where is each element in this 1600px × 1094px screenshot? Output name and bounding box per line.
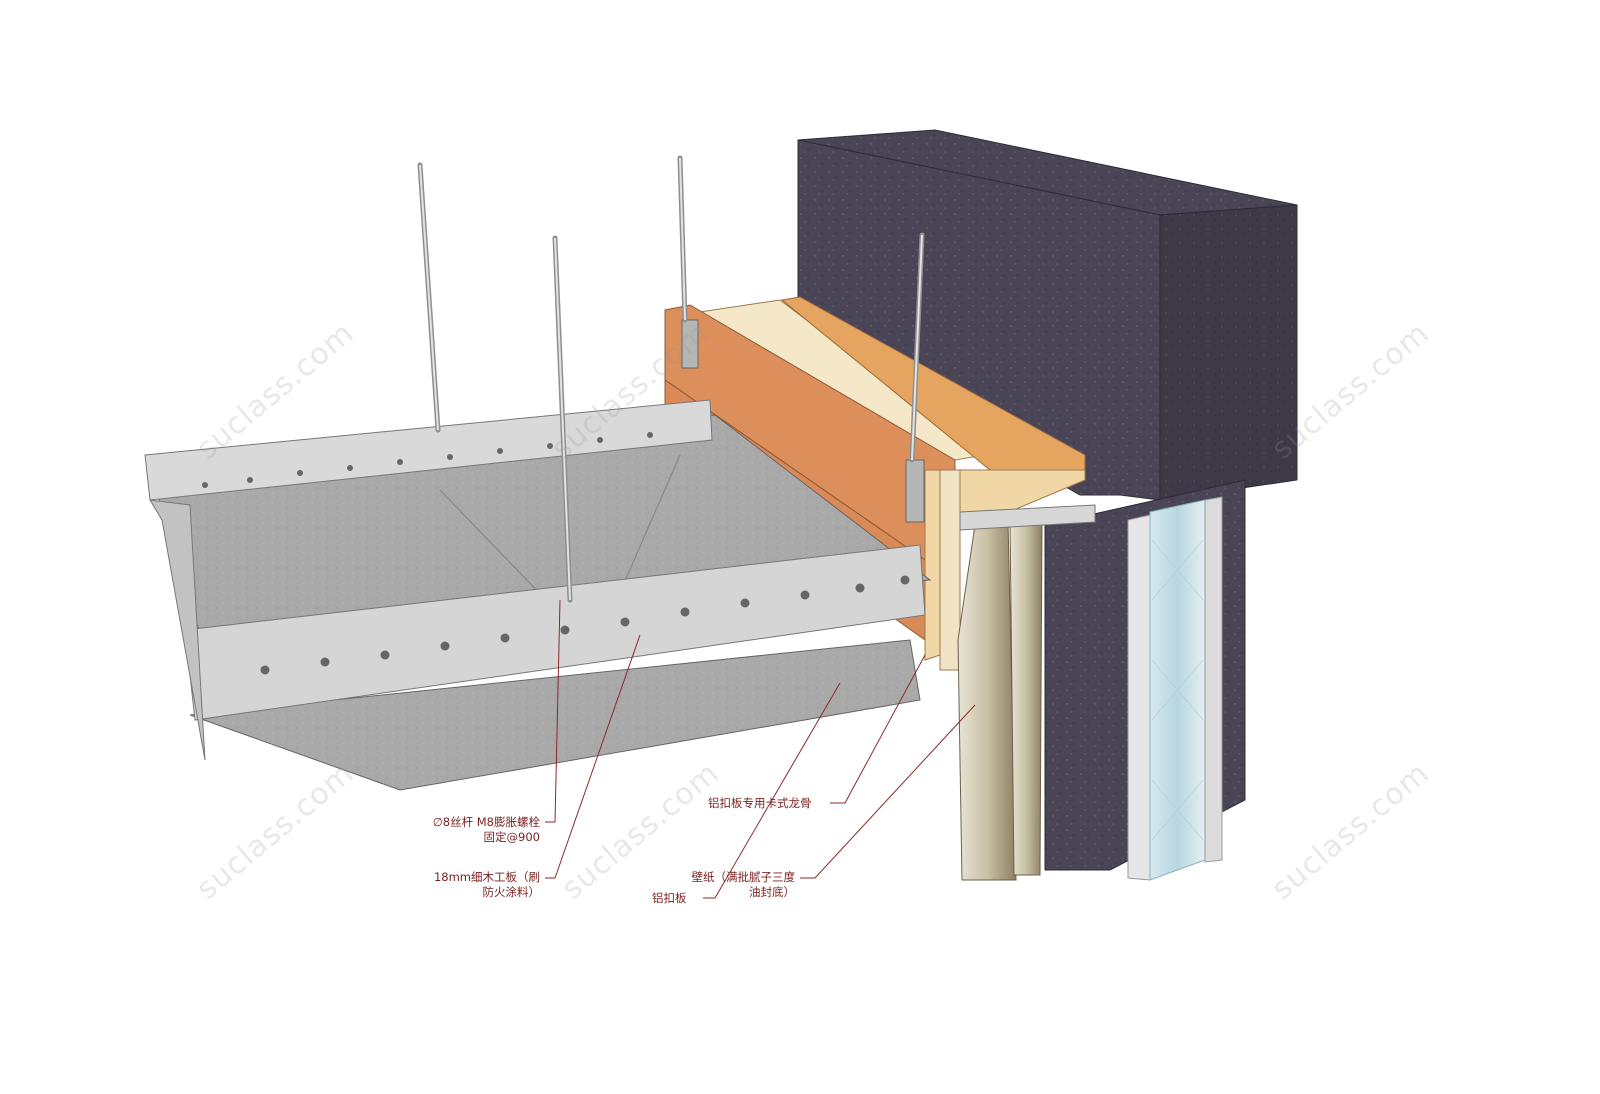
- keel-back: [144, 399, 713, 501]
- label-plywood: 18mm细木工板（刷 防火涂料）: [433, 870, 540, 899]
- leader-aluminum: [703, 682, 841, 899]
- leader-rod-bolt: [545, 599, 561, 823]
- label-rod-bolt: ∅8丝杆 M8膨胀螺栓 固定@900: [432, 815, 540, 844]
- leader-keel: [830, 654, 926, 804]
- beam-end-face: [1159, 204, 1298, 501]
- leader-wallpaper: [800, 704, 976, 879]
- plywood-strip: [780, 296, 1086, 471]
- curtain-right: [1009, 519, 1043, 876]
- leader-plywood: [545, 634, 641, 879]
- bracket-right: [905, 459, 925, 523]
- window-frame-right: [1204, 496, 1223, 863]
- keel-side-left: [149, 499, 206, 761]
- label-wallpaper: 壁纸（满批腻子三度 油封底）: [691, 870, 796, 899]
- label-aluminum-panel: 铝扣板: [652, 891, 687, 905]
- label-keel: 铝扣板专用卡式龙骨: [708, 796, 812, 810]
- panel-underside: [189, 639, 921, 791]
- plywood-end-strip: [939, 469, 961, 671]
- keel-front: [184, 544, 926, 721]
- curtain-left: [957, 519, 1017, 881]
- bracket-left: [681, 319, 699, 369]
- window-frame-left: [1127, 514, 1151, 881]
- curtain-track: [959, 504, 1096, 531]
